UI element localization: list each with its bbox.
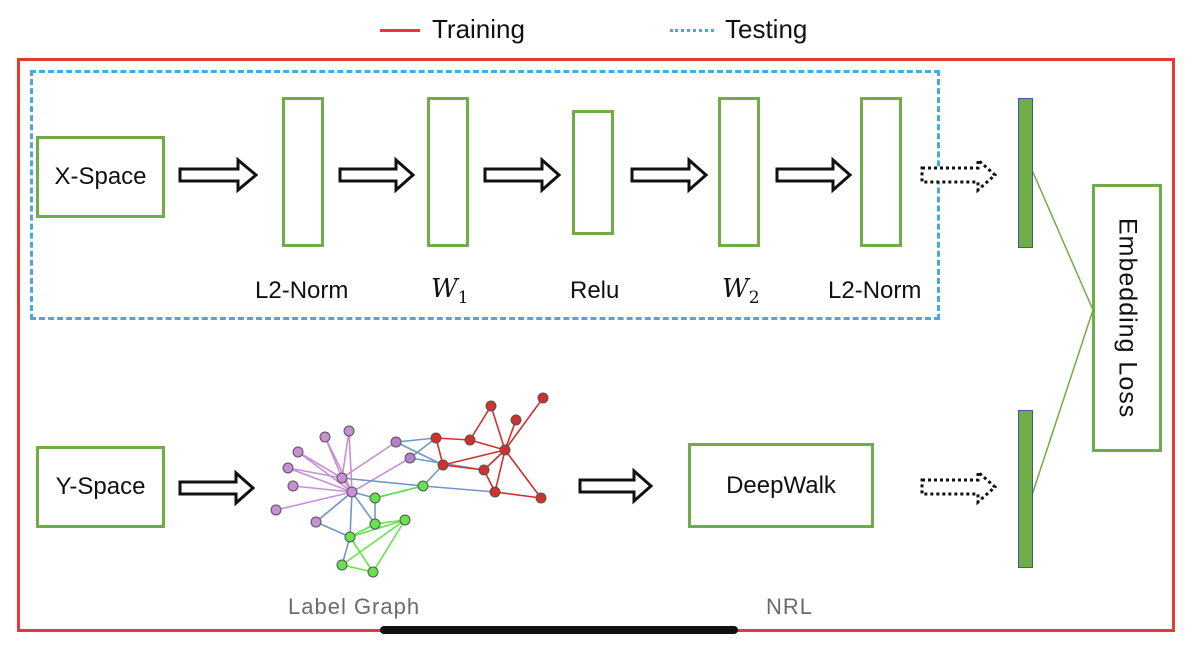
y-space-box: Y-Space	[36, 446, 165, 528]
layer-label-relu: Relu	[570, 277, 620, 304]
connector-bottom	[1031, 309, 1094, 496]
arrow-y-dotted	[920, 468, 998, 506]
w2-symbol: W	[722, 274, 749, 304]
embedding-loss-label: Embedding Loss	[1113, 217, 1142, 419]
layer-box-l2norm-1	[282, 97, 324, 247]
testing-legend-line	[670, 29, 714, 32]
legend: Training Testing	[380, 12, 840, 48]
graph-nodes-purple	[390, 436, 416, 464]
layer-box-w2	[718, 97, 760, 247]
y-arrows	[178, 467, 654, 507]
w1-symbol: W	[431, 274, 458, 304]
layer-label-w1: W1	[431, 274, 469, 308]
testing-legend-label: Testing	[725, 14, 808, 44]
embedding-loss-box: Embedding Loss	[1092, 184, 1162, 452]
y-space-label: Y-Space	[55, 473, 146, 500]
graph-nodes-green	[336, 480, 429, 578]
label-graph-caption: Label Graph	[288, 594, 421, 619]
x-arrows	[178, 156, 853, 194]
label-graph	[270, 392, 549, 578]
arrow-x5	[775, 156, 853, 194]
deepwalk-label: DeepWalk	[726, 471, 836, 499]
training-legend-line	[380, 29, 420, 32]
graph-nodes-red	[430, 392, 549, 504]
training-legend-label: Training	[432, 14, 525, 44]
arrow-x-dotted	[920, 156, 998, 194]
w2-subscript: 2	[748, 288, 760, 309]
x-embedding-bar	[1018, 98, 1033, 248]
testing-frame	[30, 70, 940, 320]
connector-top	[1031, 169, 1094, 311]
nrl-caption: NRL	[766, 594, 814, 619]
layer-box-l2norm-2	[860, 97, 902, 247]
graph-nodes-pink	[270, 425, 358, 528]
w1-subscript: 1	[457, 288, 469, 309]
arrow-x1	[178, 156, 259, 194]
scrollbar-handle[interactable]	[380, 626, 738, 634]
arrow-y2	[578, 467, 654, 505]
arrow-x4	[630, 156, 709, 194]
y-embedding-bar	[1018, 410, 1033, 568]
layer-box-w1	[427, 97, 469, 247]
arrow-x3	[483, 156, 562, 194]
x-space-box: X-Space	[36, 136, 165, 218]
deepwalk-box: DeepWalk	[688, 443, 874, 528]
layer-label-w2: W2	[722, 274, 760, 308]
layer-label-l2norm-2: L2-Norm	[828, 277, 922, 304]
x-space-label: X-Space	[54, 163, 147, 190]
layer-label-l2norm-1: L2-Norm	[255, 277, 349, 304]
arrow-y1	[178, 469, 256, 507]
layer-box-relu	[572, 110, 614, 235]
arrow-x2	[338, 156, 416, 194]
